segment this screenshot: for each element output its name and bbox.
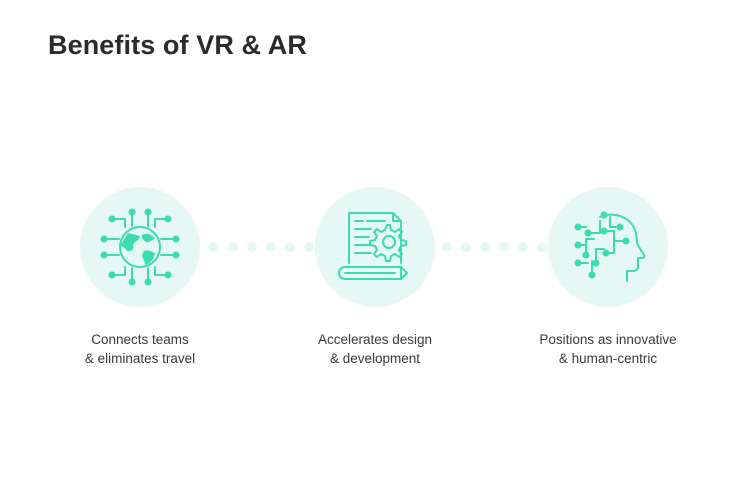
connector-dot (208, 242, 218, 252)
benefit-3-caption: Positions as innovative & human-centric (503, 330, 713, 368)
benefit-3-line1: Positions as innovative (539, 332, 677, 347)
benefit-2-circle (315, 187, 435, 307)
document-gear-pencil-icon (338, 212, 408, 280)
benefit-2-line2: & development (329, 351, 421, 366)
benefit-3-line2: & human-centric (558, 351, 658, 366)
connector-dot (461, 242, 471, 252)
benefit-3-circle (548, 187, 668, 307)
ai-head-circuit-icon (574, 211, 646, 282)
connector-dot (266, 242, 276, 252)
benefit-2-line1: Accelerates design (317, 332, 433, 347)
connector-dot (304, 242, 314, 252)
benefit-1-circle (80, 187, 200, 307)
benefit-2-caption: Accelerates design & development (270, 330, 480, 368)
benefit-1-line1: Connects teams (91, 332, 189, 347)
connector-dot (442, 242, 452, 252)
connector-dot (285, 242, 295, 252)
page-title: Benefits of VR & AR (48, 30, 307, 60)
benefit-1-line2: & eliminates travel (84, 351, 196, 366)
connector-dot (537, 242, 547, 252)
connector-dot (499, 242, 509, 252)
connector-dot (247, 242, 257, 252)
globe-circuit-icon (100, 208, 180, 286)
benefit-1-caption: Connects teams & eliminates travel (35, 330, 245, 368)
connector-dot (518, 242, 528, 252)
connector-dot (228, 242, 238, 252)
connector-dot (480, 242, 490, 252)
